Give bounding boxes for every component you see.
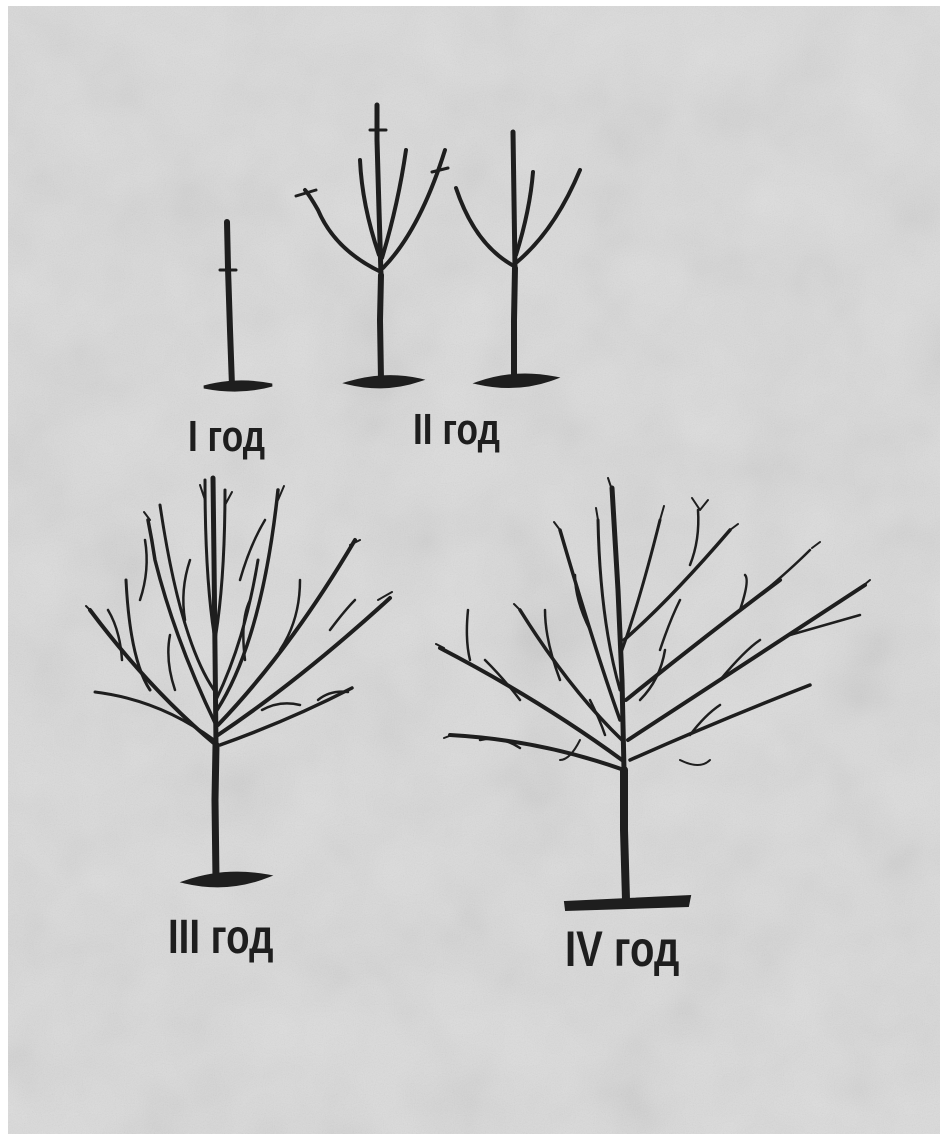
stage-label-year-1: I год — [188, 412, 265, 462]
ground-patch-1 — [204, 382, 272, 390]
trunk-2a — [380, 275, 381, 380]
paper-grain — [8, 6, 940, 1134]
stage-label-year-2: II год — [413, 405, 500, 455]
leader-2b — [513, 132, 515, 268]
leader-3 — [213, 478, 216, 745]
trunk-2b — [514, 268, 515, 380]
stage-label-year-4: IV год — [565, 920, 679, 978]
trunk-3 — [215, 745, 216, 880]
trunk-4 — [624, 770, 626, 900]
stage-label-year-3: III год — [168, 910, 273, 965]
